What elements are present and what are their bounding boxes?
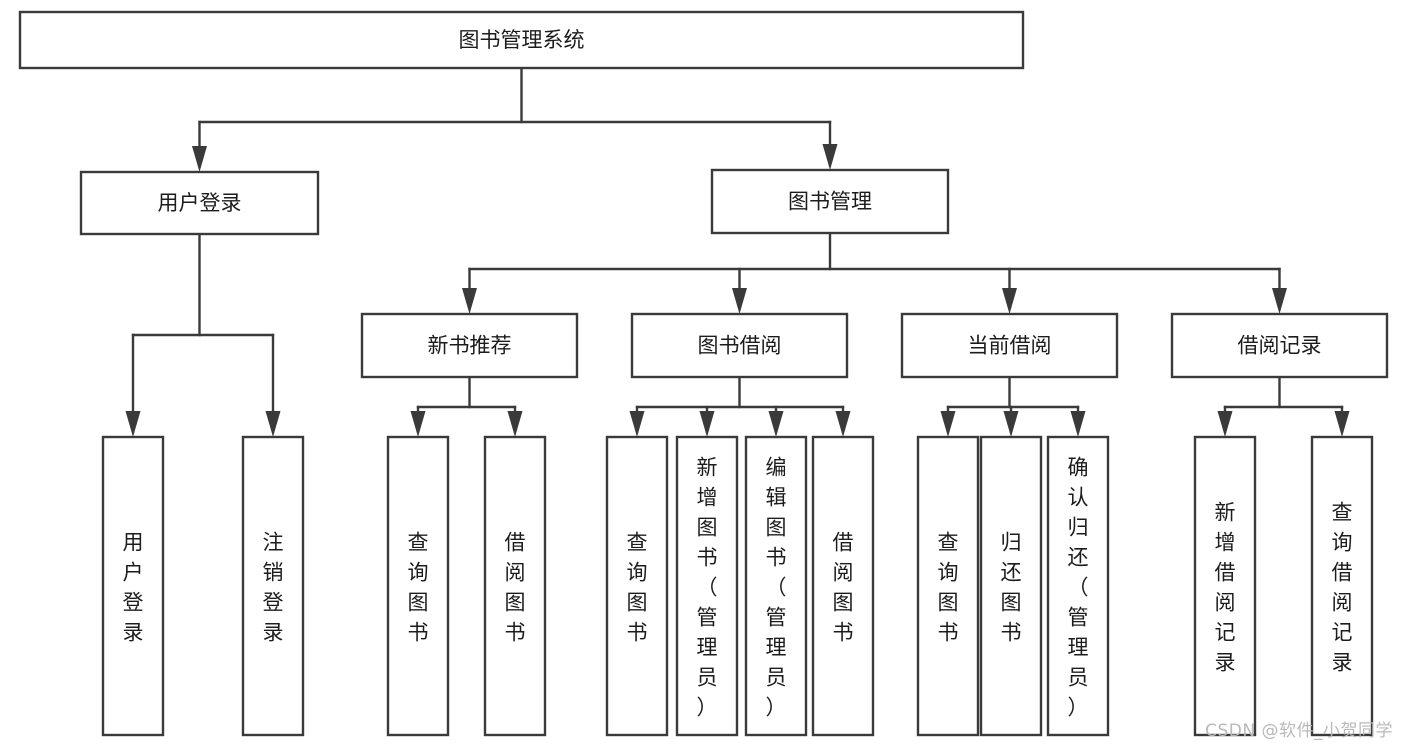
arrow-head-icon [192, 146, 207, 172]
node-box[interactable] [1310, 435, 1374, 737]
node-label: 图书管理系统 [459, 28, 585, 52]
arrow-head-icon [1217, 411, 1233, 437]
connector-layer [125, 66, 1350, 437]
node-label: 借阅记录 [1238, 334, 1322, 358]
node-label: 新增借阅记录 [1215, 500, 1236, 674]
node-book-manage[interactable]: 图书管理 [710, 168, 950, 235]
arrow-head-icon [835, 411, 851, 437]
node-box[interactable] [360, 312, 579, 379]
node-label: 注销登录 [263, 530, 284, 644]
arrow-head-icon [822, 144, 838, 170]
arrow-head-icon [1070, 411, 1086, 437]
node-user-login[interactable]: 用户登录 [79, 170, 320, 236]
node-label: 新增图书（管理员） [697, 455, 718, 719]
node-leaf-bb-borrow[interactable]: 借阅图书 [811, 435, 875, 737]
node-label: 确认归还（管理员） [1068, 455, 1089, 719]
node-box[interactable] [1193, 435, 1257, 737]
node-leaf-bb-query[interactable]: 查询图书 [605, 435, 669, 737]
arrow-head-icon [768, 411, 784, 437]
node-box[interactable] [900, 312, 1119, 379]
node-box[interactable] [710, 168, 950, 235]
node-box[interactable] [1046, 435, 1110, 737]
node-leaf-bb-edit[interactable]: 编辑图书（管理员） [744, 435, 808, 737]
node-leaf-cb-return[interactable]: 归还图书 [979, 435, 1043, 737]
node-box[interactable] [386, 435, 450, 737]
node-label: 查询图书 [627, 530, 648, 644]
arrow-head-icon [507, 411, 523, 437]
node-label: 当前借阅 [968, 334, 1052, 358]
node-leaf-br-add[interactable]: 新增借阅记录 [1193, 435, 1257, 737]
node-leaf-br-query[interactable]: 查询借阅记录 [1310, 435, 1374, 737]
node-box[interactable] [101, 435, 165, 737]
node-label: 查询图书 [408, 530, 429, 644]
node-leaf-user-login[interactable]: 用户登录 [101, 435, 165, 737]
arrow-head-icon [940, 411, 956, 437]
node-leaf-rec-borrow[interactable]: 借阅图书 [483, 435, 547, 737]
node-leaf-bb-add[interactable]: 新增图书（管理员） [675, 435, 739, 737]
node-label: 查询借阅记录 [1332, 500, 1353, 674]
node-label: 图书借阅 [698, 334, 782, 358]
node-label: 借阅图书 [505, 530, 526, 644]
node-leaf-cb-confirm[interactable]: 确认归还（管理员） [1046, 435, 1110, 737]
arrow-head-icon [1003, 411, 1019, 437]
node-box[interactable] [811, 435, 875, 737]
node-label: 用户登录 [123, 530, 144, 644]
node-box[interactable] [483, 435, 547, 737]
arrow-head-icon [462, 288, 477, 314]
node-box[interactable] [1170, 312, 1389, 379]
node-root[interactable]: 图书管理系统 [18, 10, 1025, 70]
node-box[interactable] [675, 435, 739, 737]
node-box[interactable] [605, 435, 669, 737]
arrow-head-icon [410, 411, 426, 437]
node-current-borrow[interactable]: 当前借阅 [900, 312, 1119, 379]
node-box[interactable] [18, 10, 1025, 70]
node-leaf-logout[interactable]: 注销登录 [241, 435, 305, 737]
arrow-head-icon [1002, 288, 1017, 314]
node-label: 用户登录 [158, 191, 242, 215]
arrow-head-icon [699, 411, 715, 437]
node-box[interactable] [744, 435, 808, 737]
node-label: 查询图书 [938, 530, 959, 644]
arrow-head-icon [1334, 411, 1350, 437]
arrow-head-icon [732, 288, 747, 314]
node-label: 图书管理 [788, 190, 872, 214]
node-book-borrow[interactable]: 图书借阅 [630, 312, 849, 379]
node-leaf-rec-query[interactable]: 查询图书 [386, 435, 450, 737]
arrow-head-icon [125, 411, 141, 437]
node-box[interactable] [979, 435, 1043, 737]
node-box[interactable] [79, 170, 320, 236]
node-box[interactable] [916, 435, 980, 737]
node-borrow-record[interactable]: 借阅记录 [1170, 312, 1389, 379]
node-box[interactable] [630, 312, 849, 379]
node-label: 编辑图书（管理员） [766, 455, 787, 719]
node-leaf-cb-query[interactable]: 查询图书 [916, 435, 980, 737]
node-label: 新书推荐 [428, 334, 512, 358]
arrow-head-icon [1272, 288, 1287, 314]
node-label: 借阅图书 [833, 530, 854, 644]
arrow-head-icon [265, 411, 281, 437]
node-box[interactable] [241, 435, 305, 737]
node-layer: 图书管理系统用户登录图书管理新书推荐图书借阅当前借阅借阅记录用户登录注销登录查询… [18, 10, 1389, 737]
node-label: 归还图书 [1001, 530, 1022, 644]
node-new-book-rec[interactable]: 新书推荐 [360, 312, 579, 379]
arrow-head-icon [629, 411, 645, 437]
